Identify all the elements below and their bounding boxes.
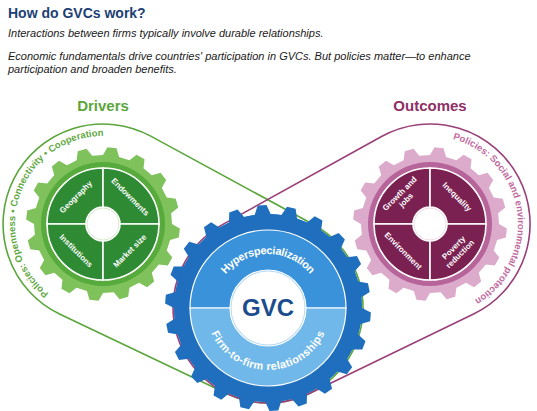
band-fill xyxy=(190,308,346,386)
quadrant-segment: Growth and jobs xyxy=(374,168,430,224)
gear-ring xyxy=(368,162,492,286)
gear-teeth xyxy=(26,147,180,301)
band-label: Hyperspecialization xyxy=(218,244,318,276)
quadrant-segment: Environment xyxy=(374,224,430,280)
band-fill xyxy=(190,230,346,308)
quadrant-segment: Institutions xyxy=(47,224,103,280)
subtitle-text: Economic fundamentals drive countries' p… xyxy=(8,50,486,76)
gear-ring xyxy=(174,214,362,402)
gear-node: DriversGeographyEndowmentsInstitutionsMa… xyxy=(26,147,180,301)
title: How do GVCs work? xyxy=(8,5,146,21)
quadrant-wedge xyxy=(47,168,103,224)
gear-heading: Drivers xyxy=(26,97,180,114)
band-label-path: Firm-to-firm relationships xyxy=(209,329,326,372)
quadrant-wedge xyxy=(374,168,430,224)
quadrant-wedge xyxy=(47,224,103,280)
gear-teeth xyxy=(165,205,371,411)
band-label-path: Hyperspecialization xyxy=(218,244,318,276)
quadrant-wedge xyxy=(374,224,430,280)
band-label: Firm-to-firm relationships xyxy=(209,329,326,372)
quadrant-segment: Inequality xyxy=(430,168,486,224)
quadrant-wedge xyxy=(430,224,486,280)
gear-node: GVC HyperspecializationFirm-to-firm relat… xyxy=(165,205,371,411)
gear-center-label: GVC xyxy=(242,294,294,322)
quadrant-segment: Market size xyxy=(103,224,159,280)
gear-heading: Outcomes xyxy=(353,97,507,114)
quadrant-segment: Poverty reduction xyxy=(430,224,486,280)
quadrant-segment: Endowments xyxy=(103,168,159,224)
quadrant-wedge xyxy=(103,224,159,280)
gear-node: OutcomesGrowth and jobsInequalityEnviron… xyxy=(353,147,507,301)
gear-ring xyxy=(41,162,165,286)
quadrant-wedge xyxy=(103,168,159,224)
subtitle-text: Interactions between firms typically inv… xyxy=(8,27,533,40)
gear-teeth xyxy=(353,147,507,301)
quadrant-segment: Geography xyxy=(47,168,103,224)
belt-connector xyxy=(3,124,363,403)
quadrant-wedge xyxy=(430,168,486,224)
